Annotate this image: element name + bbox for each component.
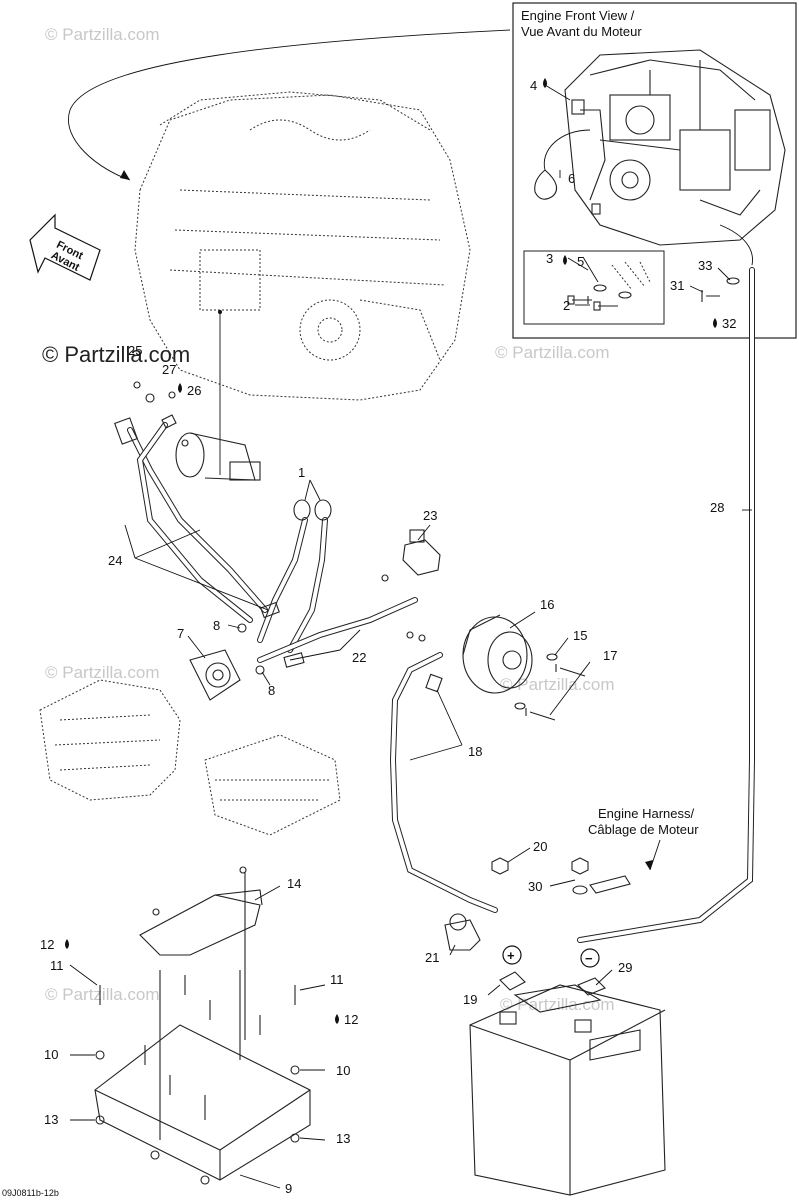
engine-front-sketch <box>534 49 786 266</box>
positive-terminal-symbol: + <box>507 948 515 963</box>
callout-19: 19 <box>463 992 477 1007</box>
callout-5: 5 <box>577 254 584 269</box>
electrical-box <box>39 679 341 836</box>
front-view-inset: Engine Front View / Vue Avant du Moteur <box>512 2 797 339</box>
callout-12: 12 <box>40 937 54 952</box>
hardware-sketch <box>567 261 651 311</box>
callout-12: 12 <box>344 1012 358 1027</box>
watermark: © Partzilla.com <box>45 663 160 682</box>
battery-tray <box>94 970 311 1185</box>
callout-26: 26 <box>187 383 201 398</box>
main-engine <box>134 91 471 475</box>
callout-33: 33 <box>698 258 712 273</box>
front-direction-arrow: Front Avant <box>29 213 101 281</box>
harness-label: Engine Harness/ Câblage de Moteur <box>588 806 699 837</box>
callout-7: 7 <box>177 626 184 641</box>
callout-27: 27 <box>162 362 176 377</box>
droplet-icon <box>65 939 69 949</box>
droplet-icon <box>713 318 717 328</box>
callout-4: 4 <box>530 78 537 93</box>
callout-11: 11 <box>50 958 64 973</box>
drawing-code: 09J0811b-12b <box>2 1188 59 1198</box>
cable-1b <box>287 517 328 653</box>
callout-10: 10 <box>44 1047 58 1062</box>
cable-18 <box>389 652 498 913</box>
callout-3: 3 <box>546 251 553 266</box>
droplet-icons <box>65 78 717 1024</box>
watermark: © Partzilla.com <box>500 675 615 694</box>
callout-2: 2 <box>563 298 570 313</box>
callout-28: 28 <box>710 500 724 515</box>
callout-25: 25 <box>128 343 142 358</box>
callout-17: 17 <box>603 648 617 663</box>
battery-bracket <box>139 866 263 1040</box>
negative-terminal-symbol: − <box>585 951 593 966</box>
cable-28 <box>577 267 755 943</box>
droplet-icon <box>543 78 547 88</box>
callout-6: 6 <box>568 171 575 186</box>
callout-30: 30 <box>528 879 542 894</box>
callout-8: 8 <box>213 618 220 633</box>
watermark: © Partzilla.com <box>45 25 160 44</box>
relay-23 <box>381 529 441 582</box>
watermark: © Partzilla.com <box>495 343 610 362</box>
watermarks: © Partzilla.com © Partzilla.com © Partzi… <box>42 25 615 1014</box>
callout-13: 13 <box>44 1112 58 1127</box>
battery <box>469 984 666 1196</box>
droplet-icon <box>335 1014 339 1024</box>
cable-24b <box>136 422 253 623</box>
view-arrowhead <box>120 170 130 180</box>
callout-10: 10 <box>336 1063 350 1078</box>
front-view-title: Engine Front View / Vue Avant du Moteur <box>521 8 642 39</box>
callout-21: 21 <box>425 950 439 965</box>
droplet-icon <box>563 255 567 265</box>
starter-motor <box>175 432 261 481</box>
droplet-icon <box>178 383 182 393</box>
watermark-main: © Partzilla.com <box>42 342 190 367</box>
callout-8: 8 <box>268 683 275 698</box>
callout-24: 24 <box>108 553 122 568</box>
callout-18: 18 <box>468 744 482 759</box>
callout-15: 15 <box>573 628 587 643</box>
callout-numbers: 1 2 3 4 5 6 7 8 8 9 10 10 11 11 12 12 13… <box>40 78 736 1196</box>
callout-1: 1 <box>298 465 305 480</box>
callout-13: 13 <box>336 1131 350 1146</box>
component-16 <box>406 614 533 694</box>
callout-31: 31 <box>670 278 684 293</box>
callout-32: 32 <box>722 316 736 331</box>
callout-22: 22 <box>352 650 366 665</box>
callout-29: 29 <box>618 960 632 975</box>
callout-11: 11 <box>330 972 344 987</box>
watermark: © Partzilla.com <box>45 985 160 1004</box>
callout-9: 9 <box>285 1181 292 1196</box>
watermark: © Partzilla.com <box>500 995 615 1014</box>
callout-23: 23 <box>423 508 437 523</box>
view-arrow <box>68 29 511 181</box>
callout-leaders <box>69 84 752 1189</box>
callout-16: 16 <box>540 597 554 612</box>
callout-20: 20 <box>533 839 547 854</box>
callout-14: 14 <box>287 876 301 891</box>
